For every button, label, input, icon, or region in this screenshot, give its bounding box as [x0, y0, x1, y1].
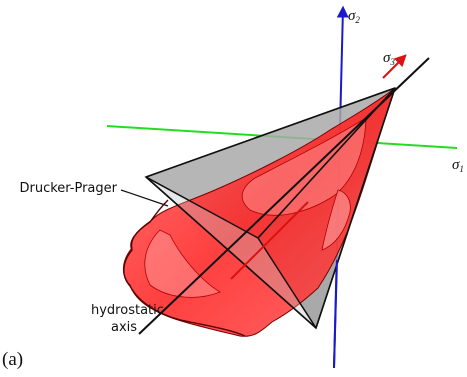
hydrostatic-axis-line — [138, 57, 430, 335]
sigma2-axis-front — [333, 259, 338, 369]
sigma3-label: σ3 — [383, 50, 395, 67]
surface-highlight-right — [321, 189, 351, 251]
sigma2-label: σ2 — [348, 8, 360, 25]
hydrostatic-axis-label-line2: axis — [111, 320, 137, 335]
sigma3-axis-inner — [230, 201, 309, 280]
panel-label: (a) — [2, 349, 23, 370]
hydrostatic-axis-label-line1: hydrostatic — [91, 303, 164, 318]
sigma1-label: σ1 — [452, 157, 464, 174]
drucker-prager-leader — [120, 189, 169, 207]
cone-edge-2 — [315, 87, 396, 329]
cone-edge-1 — [145, 87, 396, 178]
cone-edge-3 — [145, 176, 317, 329]
surface-end-cap — [123, 199, 246, 337]
drucker-prager-label: Drucker-Prager — [19, 181, 117, 196]
surface-highlight-upper — [241, 117, 367, 216]
surface-highlight-left — [144, 229, 221, 298]
sigma3-axis-arrow — [382, 54, 407, 79]
